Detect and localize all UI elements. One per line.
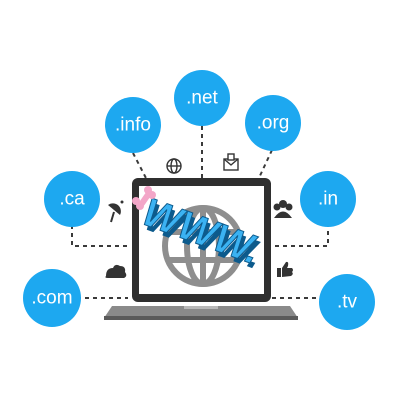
laptop-base — [104, 306, 298, 318]
bubble-in: .in — [300, 171, 356, 227]
bubble-net: .net — [174, 70, 230, 126]
connector-org — [257, 149, 273, 181]
globe-icon — [166, 158, 182, 174]
bubble-org-label: .org — [257, 113, 290, 134]
bubble-ca-label: .ca — [59, 189, 85, 210]
bubble-info-label: .info — [115, 115, 151, 136]
bone-icon — [132, 186, 156, 210]
bubble-tv-label: .tv — [337, 292, 358, 313]
connector-ca — [71, 225, 128, 247]
satellite-dish-icon — [108, 200, 124, 223]
mail-icon — [223, 153, 239, 171]
bubble-org: .org — [245, 95, 301, 151]
people-icon — [273, 200, 293, 218]
bubble-net-label: .net — [186, 88, 218, 109]
bubble-com-label: .com — [31, 288, 72, 309]
cloud-icon — [105, 264, 127, 278]
thumbs-up-icon — [277, 261, 293, 277]
bubble-info: .info — [105, 97, 161, 153]
connector-info — [132, 152, 148, 181]
bubble-ca: .ca — [44, 171, 100, 227]
bubble-in-label: .in — [318, 189, 338, 210]
bubble-com: .com — [23, 269, 81, 327]
globe-graphic — [162, 205, 244, 287]
bubble-tv: .tv — [319, 274, 375, 330]
connector-in — [272, 223, 329, 247]
